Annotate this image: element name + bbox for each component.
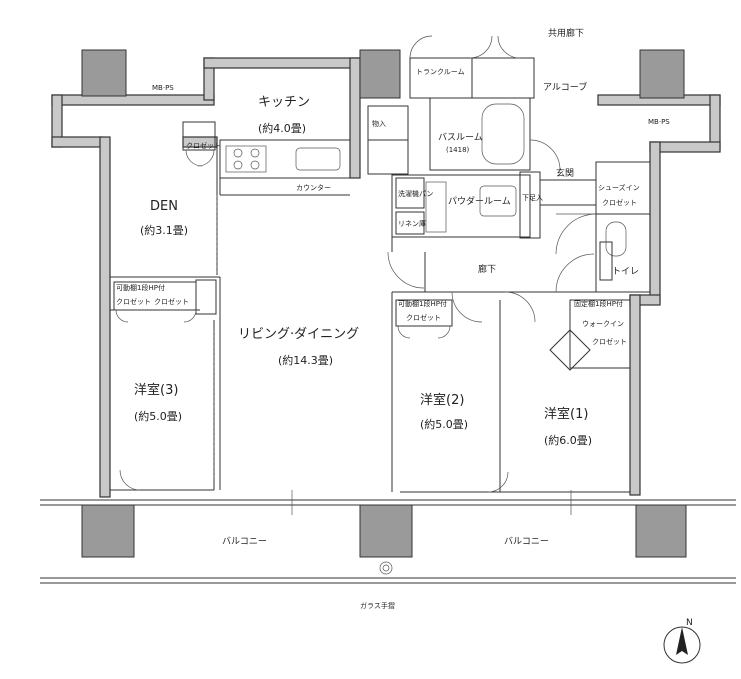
kitchen-label: キッチン	[258, 95, 310, 110]
yoshitsu2-area-label: (約5.0畳)	[420, 417, 468, 431]
walk-in-label-2: クロゼット	[592, 337, 627, 346]
walk-in-label-1: ウォークイン	[582, 320, 624, 328]
powder-room-label: パウダールーム	[448, 195, 511, 207]
glass-railing-label: ガラス手摺	[360, 601, 395, 610]
north-label: N	[686, 618, 693, 628]
den-closet-label: クロゼット	[186, 141, 221, 150]
yoshitsu3-area-label: (約5.0畳)	[134, 409, 182, 423]
exterior-walls	[51, 57, 721, 498]
living-dining-area-label: (約14.3畳)	[278, 353, 333, 367]
den-area-label: (約3.1畳)	[140, 223, 188, 237]
structural-columns	[81, 49, 687, 558]
genkan-label: 玄関	[556, 167, 574, 179]
linen-label: リネン庫	[398, 219, 426, 228]
yoshitsu2-label: 洋室(2)	[420, 392, 464, 408]
bathroom-label: バスルーム	[438, 132, 483, 143]
rouka-label: 廊下	[478, 263, 496, 275]
y2-closet-label: クロゼット	[406, 313, 441, 322]
yoshitsu3-label: 洋室(3)	[134, 382, 178, 398]
gezoku-label: 下足入	[522, 194, 543, 202]
y3-closet-left-label: クロゼット	[116, 297, 151, 306]
bathroom-size-label: (1418)	[446, 146, 470, 154]
den-label: DEN	[150, 199, 178, 214]
living-dining-label: リビング·ダイニング	[238, 327, 359, 342]
north-compass: N	[663, 618, 701, 664]
shoes-in-label-2: クロゼット	[602, 198, 637, 207]
walk-in-shelf-label: 固定棚1段HP付	[574, 299, 623, 308]
kitchen-area-label: (約4.0畳)	[258, 121, 306, 135]
balcony-left-label: バルコニー	[222, 536, 267, 547]
y3-closet-right-label: クロゼット	[154, 297, 189, 306]
trunk-room-label: トランクルーム	[416, 68, 465, 76]
yoshitsu1-area-label: (約6.0畳)	[544, 433, 592, 447]
y2-shelf-label: 可動棚1段HP付	[398, 299, 447, 308]
mbps-left-label: MB·PS	[152, 84, 174, 92]
washer-label: 洗濯機パン	[398, 189, 433, 198]
monoire-label: 物入	[372, 119, 386, 128]
toilet-label: トイレ	[612, 267, 639, 277]
doors	[115, 35, 597, 493]
counter-label: カウンター	[296, 183, 331, 192]
balcony-right-label: バルコニー	[504, 536, 549, 547]
yoshitsu1-label: 洋室(1)	[544, 406, 588, 422]
y3-shelf-label: 可動棚1段HP付	[116, 283, 165, 292]
shoes-in-label-1: シューズイン	[598, 183, 640, 192]
alcove-label: アルコーブ	[543, 81, 587, 93]
kyoyo-rouka-label: 共用廊下	[548, 27, 584, 39]
mbps-right-label: MB·PS	[648, 118, 670, 126]
room-labels: 共用廊下 トランクルーム アルコーブ MB·PS MB·PS キッチン (約4.…	[116, 27, 670, 610]
interior-walls	[40, 57, 736, 584]
